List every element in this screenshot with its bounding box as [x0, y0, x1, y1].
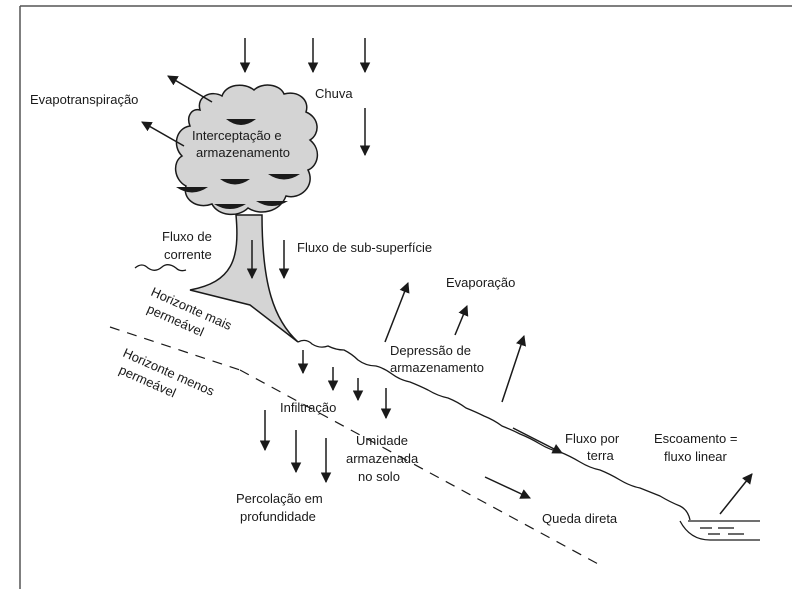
label-evaporacao: Evaporação — [446, 275, 515, 290]
overland-flow-arrow — [512, 427, 563, 454]
label-escoamento-1: Escoamento = — [654, 431, 737, 446]
stream-water — [679, 520, 760, 541]
label-umidade-1: Umidade — [356, 433, 408, 448]
label-depressao-1: Depressão de — [390, 343, 471, 358]
ground-surface — [134, 264, 691, 521]
label-percolacao-1: Percolação em — [236, 491, 323, 506]
label-fluxo-terra-2: terra — [587, 448, 615, 463]
label-evapotranspiracao: Evapotranspiração — [30, 92, 138, 107]
label-infiltracao: Infiltração — [280, 400, 336, 415]
label-escoamento-2: fluxo linear — [664, 449, 728, 464]
linear-flow-arrow — [719, 473, 753, 515]
evapotranspiration-arrow — [141, 121, 185, 147]
horizon-boundary-lower — [109, 326, 241, 371]
label-fluxo-corrente-2: corrente — [164, 247, 212, 262]
label-percolacao-2: profundidade — [240, 509, 316, 524]
label-fluxo-subsuperficie: Fluxo de sub-superfície — [297, 240, 432, 255]
label-umidade-3: no solo — [358, 469, 400, 484]
label-umidade-2: armazenada — [346, 451, 419, 466]
label-fluxo-corrente-1: Fluxo de — [162, 229, 212, 244]
storage-dish — [214, 204, 246, 209]
evapotranspiration-arrow — [167, 75, 213, 103]
tree-crown — [174, 84, 319, 216]
label-interceptacao-2: armazenamento — [196, 145, 290, 160]
evaporation-arrow — [501, 335, 526, 403]
label-queda-direta: Queda direta — [542, 511, 618, 526]
horizon-boundary-upper — [239, 369, 601, 566]
storage-dish — [268, 174, 300, 180]
label-fluxo-terra-1: Fluxo por — [565, 431, 620, 446]
label-interceptacao-1: Interceptação e — [192, 128, 282, 143]
direct-fall-arrow — [484, 476, 531, 499]
storage-dish — [176, 187, 208, 193]
storage-dish — [226, 119, 256, 125]
storage-dish — [256, 201, 288, 206]
label-depressao-2: armazenamento — [390, 360, 484, 375]
storage-dish — [220, 179, 250, 185]
evaporation-arrow — [384, 282, 410, 343]
evaporation-arrow — [454, 305, 469, 336]
label-chuva: Chuva — [315, 86, 353, 101]
